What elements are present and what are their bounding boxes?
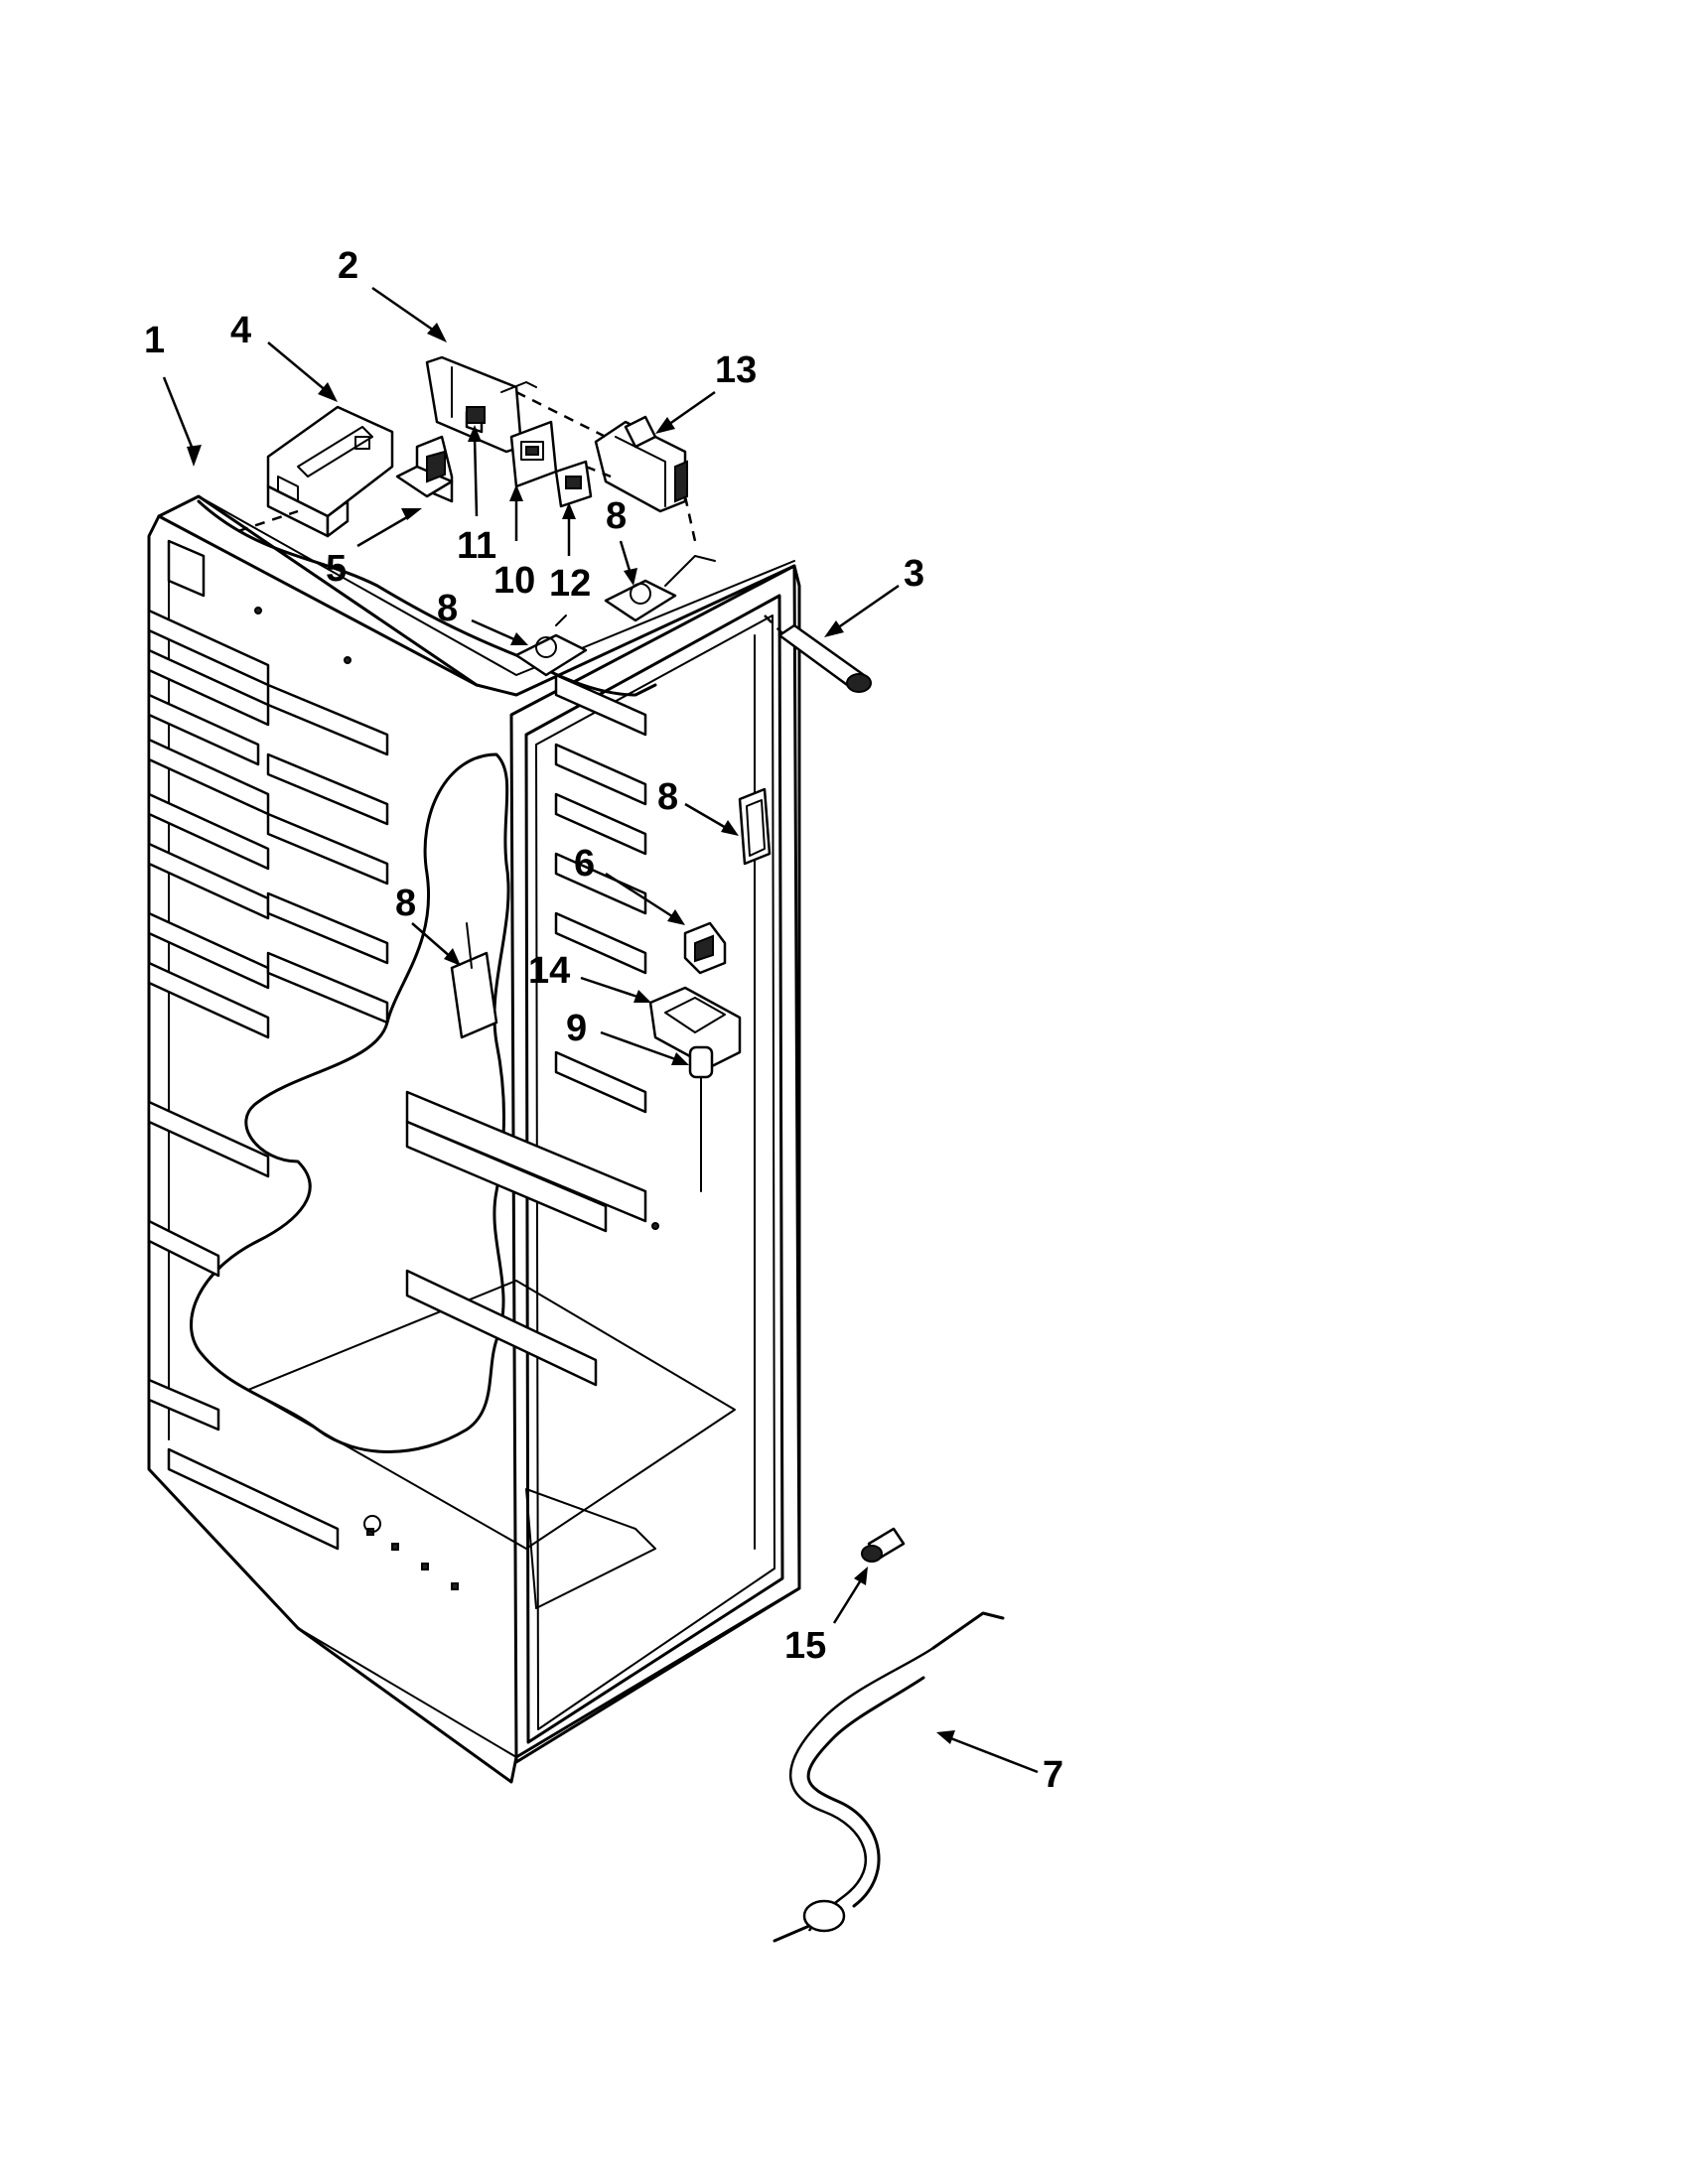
callout-9: 9 xyxy=(566,1008,587,1049)
part-12-label xyxy=(554,460,593,508)
part-9-thermistor xyxy=(688,1045,714,1192)
callout-7: 7 xyxy=(1043,1754,1063,1796)
part-8-sensor-top-left xyxy=(514,614,588,677)
callout-8-top-right: 8 xyxy=(606,495,627,537)
part-6-bracket xyxy=(683,921,727,975)
part-8-control-left xyxy=(450,922,498,1039)
part-7-tube xyxy=(773,1611,1005,1943)
callout-labels: 1 2 3 4 5 6 7 8 8 8 8 9 10 11 12 13 14 1… xyxy=(144,245,1063,1796)
callout-8-interior: 8 xyxy=(395,883,416,924)
callout-1: 1 xyxy=(144,320,165,361)
callout-2: 2 xyxy=(338,245,358,287)
callout-8-right: 8 xyxy=(657,776,678,818)
callout-arrows xyxy=(162,286,1039,1774)
callout-10: 10 xyxy=(493,560,535,602)
callout-8-top-left: 8 xyxy=(437,588,458,629)
callout-4: 4 xyxy=(230,310,251,351)
callout-15: 15 xyxy=(784,1625,826,1667)
part-11-foam xyxy=(466,406,486,424)
callout-14: 14 xyxy=(528,950,570,992)
callout-12: 12 xyxy=(549,563,591,605)
part-15-fitting xyxy=(861,1527,906,1563)
callout-6: 6 xyxy=(574,843,595,885)
callout-5: 5 xyxy=(326,548,347,590)
part-14-housing xyxy=(648,986,742,1069)
callout-11: 11 xyxy=(457,525,496,567)
liner-shelf-ribs xyxy=(147,609,647,1551)
part-5-bracket xyxy=(395,435,454,503)
callout-13: 13 xyxy=(715,349,757,391)
part-8-sensor-top-right xyxy=(604,555,716,622)
callout-3: 3 xyxy=(904,553,924,595)
part-3-pin xyxy=(764,614,872,693)
part-4-housing xyxy=(266,405,394,538)
part-8-light-housing xyxy=(738,787,772,889)
cabinet-liner xyxy=(147,494,801,1784)
